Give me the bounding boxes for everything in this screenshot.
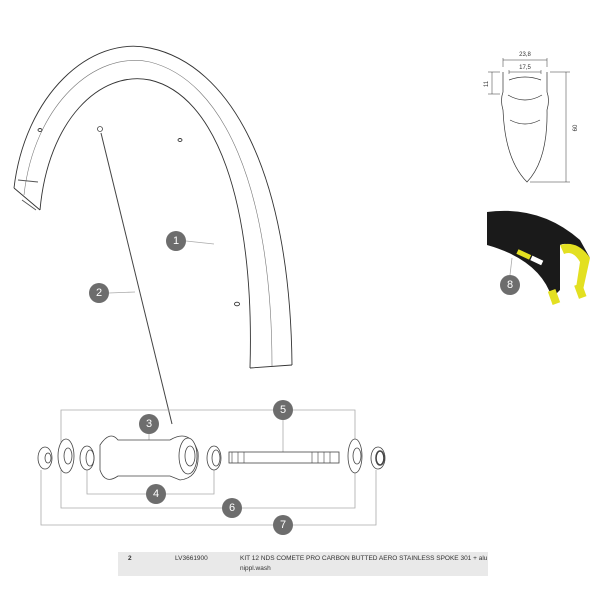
svg-text:7: 7 <box>280 519 286 531</box>
hub-body <box>99 435 199 481</box>
svg-text:8: 8 <box>507 279 513 291</box>
tire <box>487 210 590 305</box>
rim <box>13 45 293 369</box>
callout-1: 1 <box>166 231 186 251</box>
dim-inner-width: 17,5 <box>519 65 531 71</box>
svg-text:6: 6 <box>229 502 235 514</box>
dim-bead-height: 11 <box>484 80 490 87</box>
parts-table-row: 2 LV3661900 KIT 12 NDS COMETE PRO CARBON… <box>118 552 488 576</box>
hub-assembly <box>37 435 386 481</box>
dim-rim-height: 60 <box>573 124 579 131</box>
callout-2: 2 <box>89 283 109 303</box>
svg-text:1: 1 <box>173 235 179 247</box>
callout-5: 5 <box>273 400 293 420</box>
callout-3: 3 <box>139 414 159 434</box>
part-description-line2: nippl.wash <box>240 565 271 572</box>
callout-6: 6 <box>222 498 242 518</box>
dim-outer-width: 23,8 <box>519 52 531 58</box>
svg-text:5: 5 <box>280 404 286 416</box>
callout-8: 8 <box>500 275 520 295</box>
part-ref: 2 <box>128 555 132 562</box>
part-code: LV3661900 <box>175 555 208 562</box>
rim-profile: 23,8 17,5 11 60 <box>484 52 579 183</box>
part-description-line1: KIT 12 NDS COMETE PRO CARBON BUTTED AERO… <box>240 555 488 562</box>
leader-lines <box>40 240 513 526</box>
spoke <box>97 126 173 425</box>
axle <box>228 451 340 464</box>
callout-7: 7 <box>273 515 293 535</box>
svg-text:3: 3 <box>146 418 152 430</box>
callout-4: 4 <box>146 484 166 504</box>
svg-text:4: 4 <box>153 488 159 500</box>
svg-text:2: 2 <box>96 287 102 299</box>
